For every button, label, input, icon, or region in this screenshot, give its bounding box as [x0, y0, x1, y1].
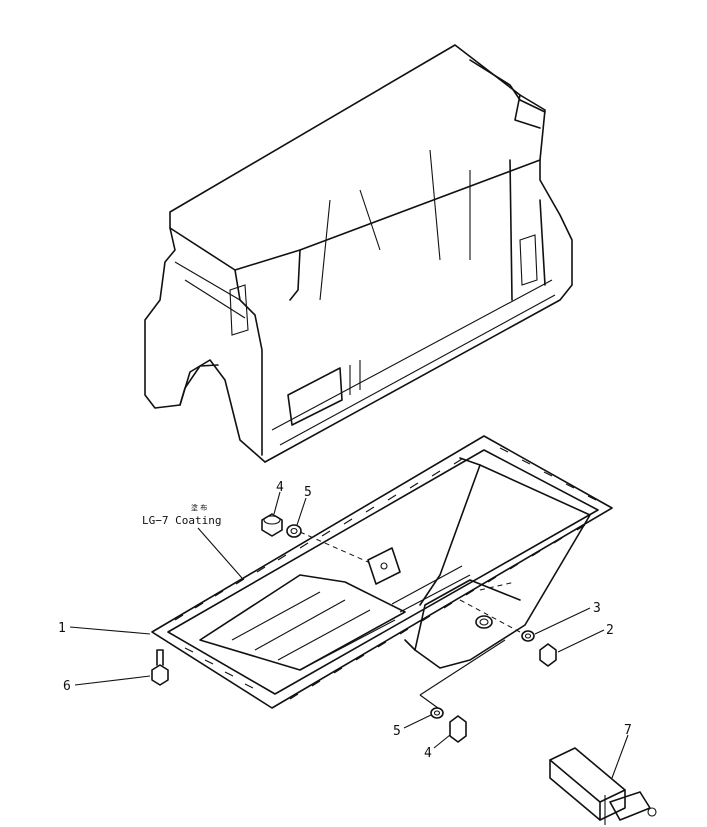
callout-1: 1 [58, 621, 66, 636]
callout-6: 6 [63, 679, 71, 694]
washer-part-5-bottom [430, 707, 444, 719]
washer-part-3 [521, 630, 535, 642]
callout-2: 2 [606, 623, 614, 638]
callout-4-bottom: 4 [424, 746, 432, 761]
assembly-lines [299, 531, 521, 709]
plug-part-4-top [261, 513, 283, 537]
tool-part-7 [549, 747, 657, 825]
engine-block [144, 44, 573, 463]
coating-note-en: LG−7 Coating [142, 514, 221, 527]
drain-plug-part-2 [539, 643, 557, 667]
callout-7: 7 [624, 723, 632, 738]
coating-note-jp: 塗 布 [191, 503, 207, 512]
callout-4-top: 4 [276, 480, 284, 495]
callout-5-top: 5 [304, 485, 312, 500]
leader-lines [69, 491, 629, 779]
flange-slots [174, 447, 597, 700]
oil-pan [151, 435, 613, 709]
plug-part-4-bottom [449, 715, 467, 743]
bolt-part-6 [151, 649, 169, 686]
washer-part-5-top [286, 524, 302, 538]
callout-3: 3 [593, 601, 601, 616]
callout-5-bottom: 5 [393, 724, 401, 739]
